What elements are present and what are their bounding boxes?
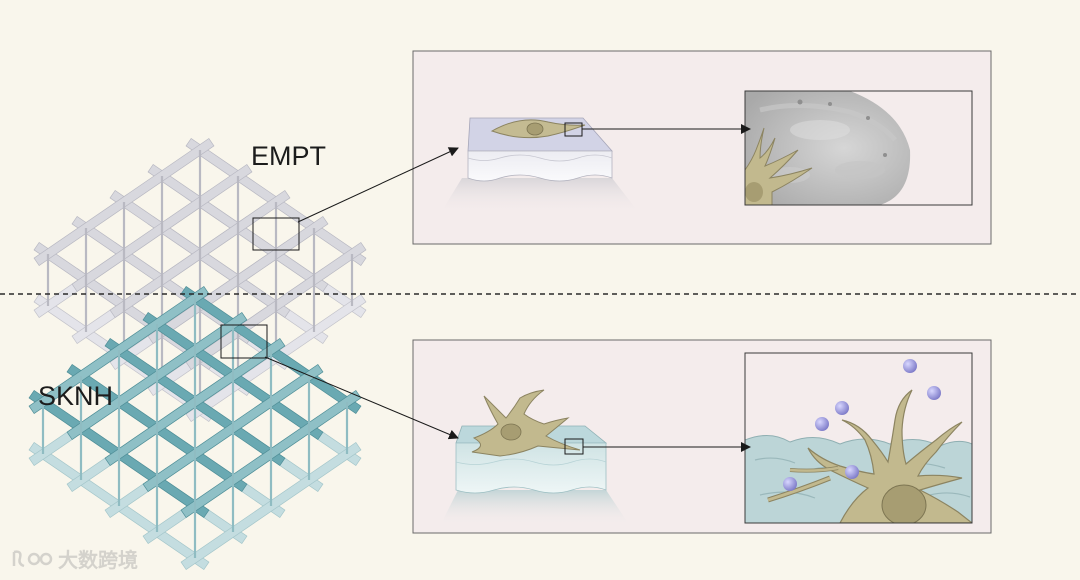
particle	[815, 417, 829, 431]
watermark: 大数跨境	[10, 544, 138, 572]
panel-top	[413, 51, 991, 244]
particle	[903, 359, 917, 373]
watermark-text: 大数跨境	[58, 544, 138, 573]
particle	[927, 386, 941, 400]
watermark-logo-icon	[10, 546, 54, 570]
particle	[845, 465, 859, 479]
label-top: EMPT	[251, 141, 326, 172]
zoom-panel-top	[745, 91, 972, 205]
zoom-panel-bottom	[745, 353, 972, 525]
panel-bottom	[413, 340, 991, 533]
particle	[783, 477, 797, 491]
label-bottom: SKNH	[38, 381, 113, 412]
particle	[835, 401, 849, 415]
